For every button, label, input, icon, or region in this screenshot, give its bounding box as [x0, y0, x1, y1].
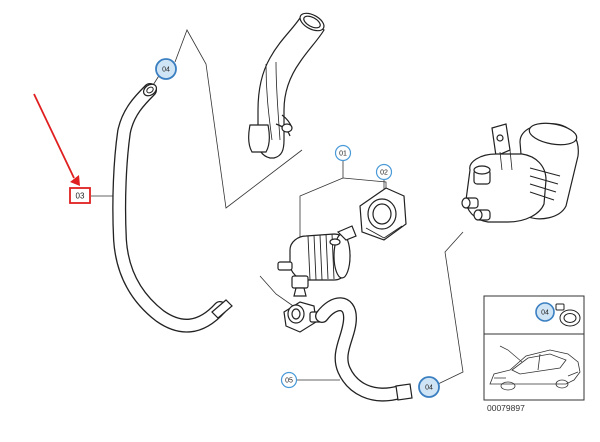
- leader-01-lower: [259, 275, 297, 309]
- callout-04-top[interactable]: 04: [155, 58, 177, 80]
- leader-04-top: [174, 29, 303, 209]
- leader-01: [299, 160, 344, 248]
- callout-05-label: 05: [285, 378, 293, 385]
- callout-03-label: 03: [76, 192, 85, 201]
- callout-01-label: 01: [339, 151, 347, 158]
- leader-lines: [91, 29, 464, 385]
- callout-01[interactable]: 01: [334, 144, 352, 162]
- callout-04-inset[interactable]: 04: [535, 302, 555, 322]
- callout-04-bottom-label: 04: [425, 385, 433, 392]
- hose-03: [112, 83, 233, 333]
- reference-number: 00079897: [487, 403, 525, 413]
- rubber-mount-02: [359, 187, 407, 241]
- callout-03[interactable]: 03: [69, 187, 91, 204]
- hose-05: [315, 297, 413, 402]
- callout-02[interactable]: 02: [375, 163, 393, 181]
- callout-04-top-label: 04: [162, 67, 170, 74]
- highlight-arrow: [33, 93, 80, 186]
- callout-04-bottom[interactable]: 04: [418, 376, 440, 398]
- hose-connector: [283, 301, 325, 333]
- callout-05[interactable]: 05: [280, 371, 298, 389]
- leader-04-bottom: [437, 231, 464, 385]
- clamp-icon: [555, 303, 581, 327]
- vehicle-inset: [483, 295, 585, 401]
- charcoal-canister: [461, 122, 579, 223]
- callout-02-label: 02: [380, 170, 388, 177]
- car-outline: [489, 345, 581, 391]
- air-pipe: [248, 12, 325, 159]
- purge-valve-01: [277, 225, 357, 297]
- callout-04-inset-label: 04: [541, 310, 549, 317]
